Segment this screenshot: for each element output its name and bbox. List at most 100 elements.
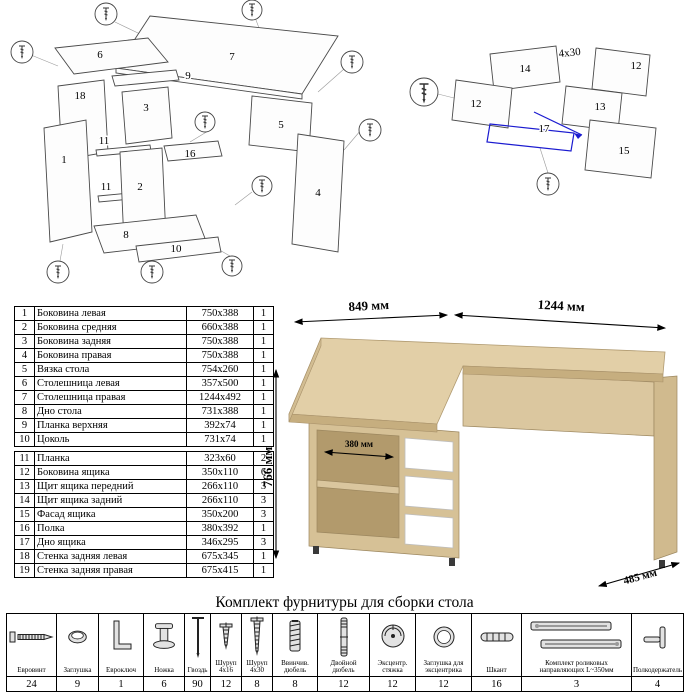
parts-table-lower: 11 Планка 323x60 2 12 Боковина ящика 350… (14, 451, 274, 578)
part-number: 5 (14, 362, 35, 377)
label-part-5: 5 (278, 119, 284, 131)
parts-row: 15 Фасад ящика 350x200 3 (14, 507, 274, 522)
part-12-drawer-side-left (451, 79, 513, 129)
part-size: 392x74 (186, 418, 254, 433)
hardware-cell-roller-guides: Комплект роликовых направляющих L~350мм (521, 613, 632, 677)
leader-line (539, 147, 549, 174)
part-name: Дно ящика (34, 535, 187, 550)
part-name: Вязка стола (34, 362, 187, 377)
part-number: 12 (14, 465, 35, 480)
part-16-shelf (163, 140, 223, 162)
drawer-front-3 (404, 513, 454, 549)
blue-arrowhead (574, 133, 582, 139)
hardware-qty: 12 (415, 676, 472, 692)
hardware-qty: 24 (6, 676, 57, 692)
part-17-drawer-bottom (486, 123, 575, 152)
part-name: Боковина задняя (34, 334, 187, 349)
label-part-12-left: 12 (471, 98, 482, 110)
hardware-qty: 8 (272, 676, 318, 692)
hardware-cell-nail: Гвоздь (184, 613, 211, 677)
hardware-name: Ввинчив. дюбель (281, 658, 309, 675)
dim-arrow-1244 (453, 312, 667, 331)
part-size: 750x388 (186, 306, 254, 321)
label-part-10: 10 (171, 243, 183, 255)
part-15-drawer-facade (584, 119, 657, 179)
label-part-13: 13 (595, 101, 607, 113)
hardware-cell-screw-4x30: Шуруп 4x30 (241, 613, 273, 677)
nail-icon (186, 615, 209, 659)
part-3-back-panel (121, 86, 173, 145)
part-10-plinth (135, 236, 222, 263)
drawer-front-2 (404, 475, 454, 511)
dim-label-380: 380 мм (345, 439, 373, 449)
hex-key-icon (100, 615, 142, 659)
desk-right-side-panel (653, 375, 678, 561)
hardware-qty: 16 (471, 676, 522, 692)
cap-icon (58, 615, 97, 659)
hardware-qty: 90 (184, 676, 211, 692)
hardware-name: Заглушка для эксцентрика (423, 658, 464, 675)
label-part-9: 9 (185, 70, 191, 82)
hardware-qty: 12 (210, 676, 242, 692)
label-part-12-right: 12 (631, 60, 642, 72)
label-part-15: 15 (619, 145, 631, 157)
hardware-qty-row: 24 9 1 6 90 12 8 8 12 12 12 16 3 4 (6, 676, 684, 692)
part-size: 731x388 (186, 404, 254, 419)
part-number: 16 (14, 521, 35, 536)
part-name: Стенка задняя правая (34, 563, 187, 578)
desk-top-left-edge (288, 337, 322, 423)
hardware-cell-cap: Заглушка (56, 613, 99, 677)
part-number: 7 (14, 390, 35, 405)
cam-lock-icon (371, 615, 414, 659)
label-part-16: 16 (185, 148, 197, 160)
desk-back-tie (462, 371, 655, 437)
hardware-name: Ножка (154, 666, 174, 675)
parts-row: 3 Боковина задняя 750x388 1 (14, 334, 274, 349)
hardware-qty: 6 (143, 676, 185, 692)
label-part-1: 1 (61, 154, 67, 166)
hardware-kit-title: Комплект фурнитуры для сборки стола (215, 594, 474, 611)
part-name: Боковина ящика (34, 465, 187, 480)
hardware-cell-foot: Ножка (143, 613, 185, 677)
part-number: 9 (14, 418, 35, 433)
part-number: 2 (14, 320, 35, 335)
part-size: 266x110 (186, 479, 254, 494)
parts-list: 1 Боковина левая 750x388 1 2 Боковина ср… (14, 306, 274, 578)
hardware-qty: 1 (98, 676, 144, 692)
part-name: Столешница левая (34, 376, 187, 391)
label-part-6: 6 (97, 49, 103, 61)
parts-row: 13 Щит ящика передний 266x110 3 (14, 479, 274, 494)
part-size: 754x260 (186, 362, 254, 377)
dim-label-1244: 1244 мм (537, 297, 585, 314)
parts-row: 2 Боковина средняя 660x388 1 (14, 320, 274, 335)
dim-label-485: 485 мм (622, 567, 659, 588)
shelf-support-icon (633, 615, 682, 659)
label-screw-size: 4x30 (558, 46, 582, 60)
part-number-labels: 7 6 18 1 9 3 11 11 2 16 8 10 5 4 (61, 49, 321, 255)
screw-4x16-icon (212, 615, 240, 659)
label-part-7: 7 (229, 51, 235, 63)
parts-row: 16 Полка 380x392 1 (14, 521, 274, 536)
parts-row: 12 Боковина ящика 350x110 6 (14, 465, 274, 480)
roller-guides-icon (523, 615, 630, 659)
double-dowel-icon (319, 615, 368, 659)
part-name: Фасад ящика (34, 507, 187, 522)
part-4-right-side-panel (291, 133, 345, 253)
part-size: 731x74 (186, 432, 254, 447)
hardware-cell-screw-4x16: Шуруп 4x16 (210, 613, 242, 677)
part-size: 346x295 (186, 535, 254, 550)
hardware-cell-cam-lock: Эксцентр. стяжка (369, 613, 416, 677)
parts-row: 14 Щит ящика задний 266x110 3 (14, 493, 274, 508)
desk-rendering: 849 мм 1244 мм 766 мм 380 мм 485 мм (263, 297, 681, 588)
euroscrew-icon (8, 615, 55, 659)
hardware-qty: 12 (369, 676, 416, 692)
part-name: Столешница правая (34, 390, 187, 405)
hardware-qty: 9 (56, 676, 99, 692)
part-size: 323x60 (186, 451, 254, 466)
part-12-drawer-side-right (591, 47, 651, 97)
desk-shelf (316, 479, 400, 495)
part-9-top-plank (111, 69, 180, 87)
hardware-cell-screwin-dowel: Ввинчив. дюбель (272, 613, 318, 677)
part-number: 11 (14, 451, 35, 466)
parts-row: 18 Стенка задняя левая 675x345 1 (14, 549, 274, 564)
